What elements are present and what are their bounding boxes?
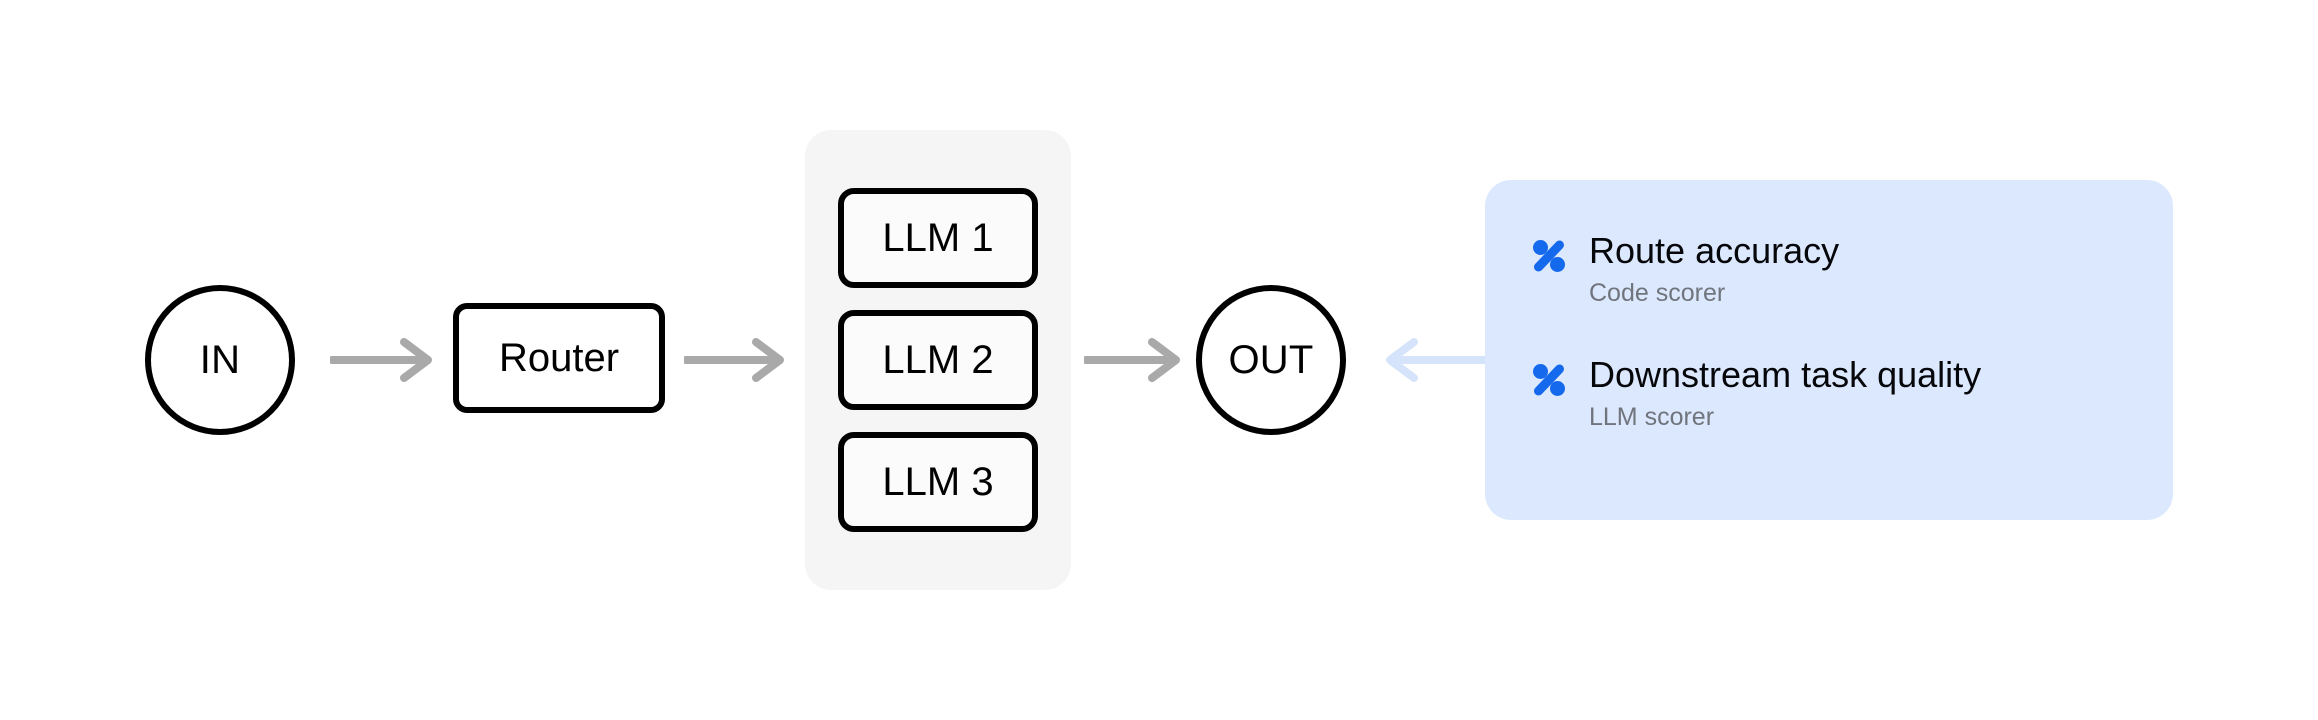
llm-group-container: LLM 1 LLM 2 LLM 3 bbox=[805, 130, 1071, 590]
percent-icon bbox=[1533, 240, 1565, 272]
scorer-subtitle: Code scorer bbox=[1589, 278, 1726, 307]
node-llm-3[interactable]: LLM 3 bbox=[838, 432, 1038, 532]
node-llm-1-label: LLM 1 bbox=[882, 216, 994, 260]
node-output-label: OUT bbox=[1228, 338, 1314, 382]
node-router-label: Router bbox=[498, 336, 620, 380]
node-llm-2[interactable]: LLM 2 bbox=[838, 310, 1038, 410]
scorer-text: Route accuracy Code scorer bbox=[1589, 230, 1840, 312]
scorer-text: Downstream task quality LLM scorer bbox=[1589, 354, 1982, 436]
node-llm-3-label: LLM 3 bbox=[882, 460, 994, 504]
node-input[interactable]: IN bbox=[145, 285, 295, 435]
scorers-card: Route accuracy Code scorer Downstream ta… bbox=[1485, 180, 2173, 520]
scorer-subtitle: LLM scorer bbox=[1589, 403, 1715, 432]
node-llm-2-label: LLM 2 bbox=[882, 338, 994, 382]
scorer-item[interactable]: Route accuracy Code scorer bbox=[1531, 230, 2173, 312]
node-input-label: IN bbox=[199, 338, 241, 382]
scorer-item[interactable]: Downstream task quality LLM scorer bbox=[1531, 354, 2173, 436]
arrow-scorers-to-out-icon bbox=[1386, 338, 1488, 382]
arrow-in-to-router-icon bbox=[330, 338, 432, 382]
scorer-title: Downstream task quality bbox=[1589, 354, 1982, 396]
percent-icon bbox=[1533, 364, 1565, 397]
arrow-router-to-llm-icon bbox=[684, 338, 784, 382]
node-output[interactable]: OUT bbox=[1196, 285, 1346, 435]
scorer-title: Route accuracy bbox=[1589, 230, 1840, 271]
node-llm-1[interactable]: LLM 1 bbox=[838, 188, 1038, 288]
arrow-llm-to-out-icon bbox=[1084, 338, 1180, 382]
node-router[interactable]: Router bbox=[453, 303, 665, 413]
